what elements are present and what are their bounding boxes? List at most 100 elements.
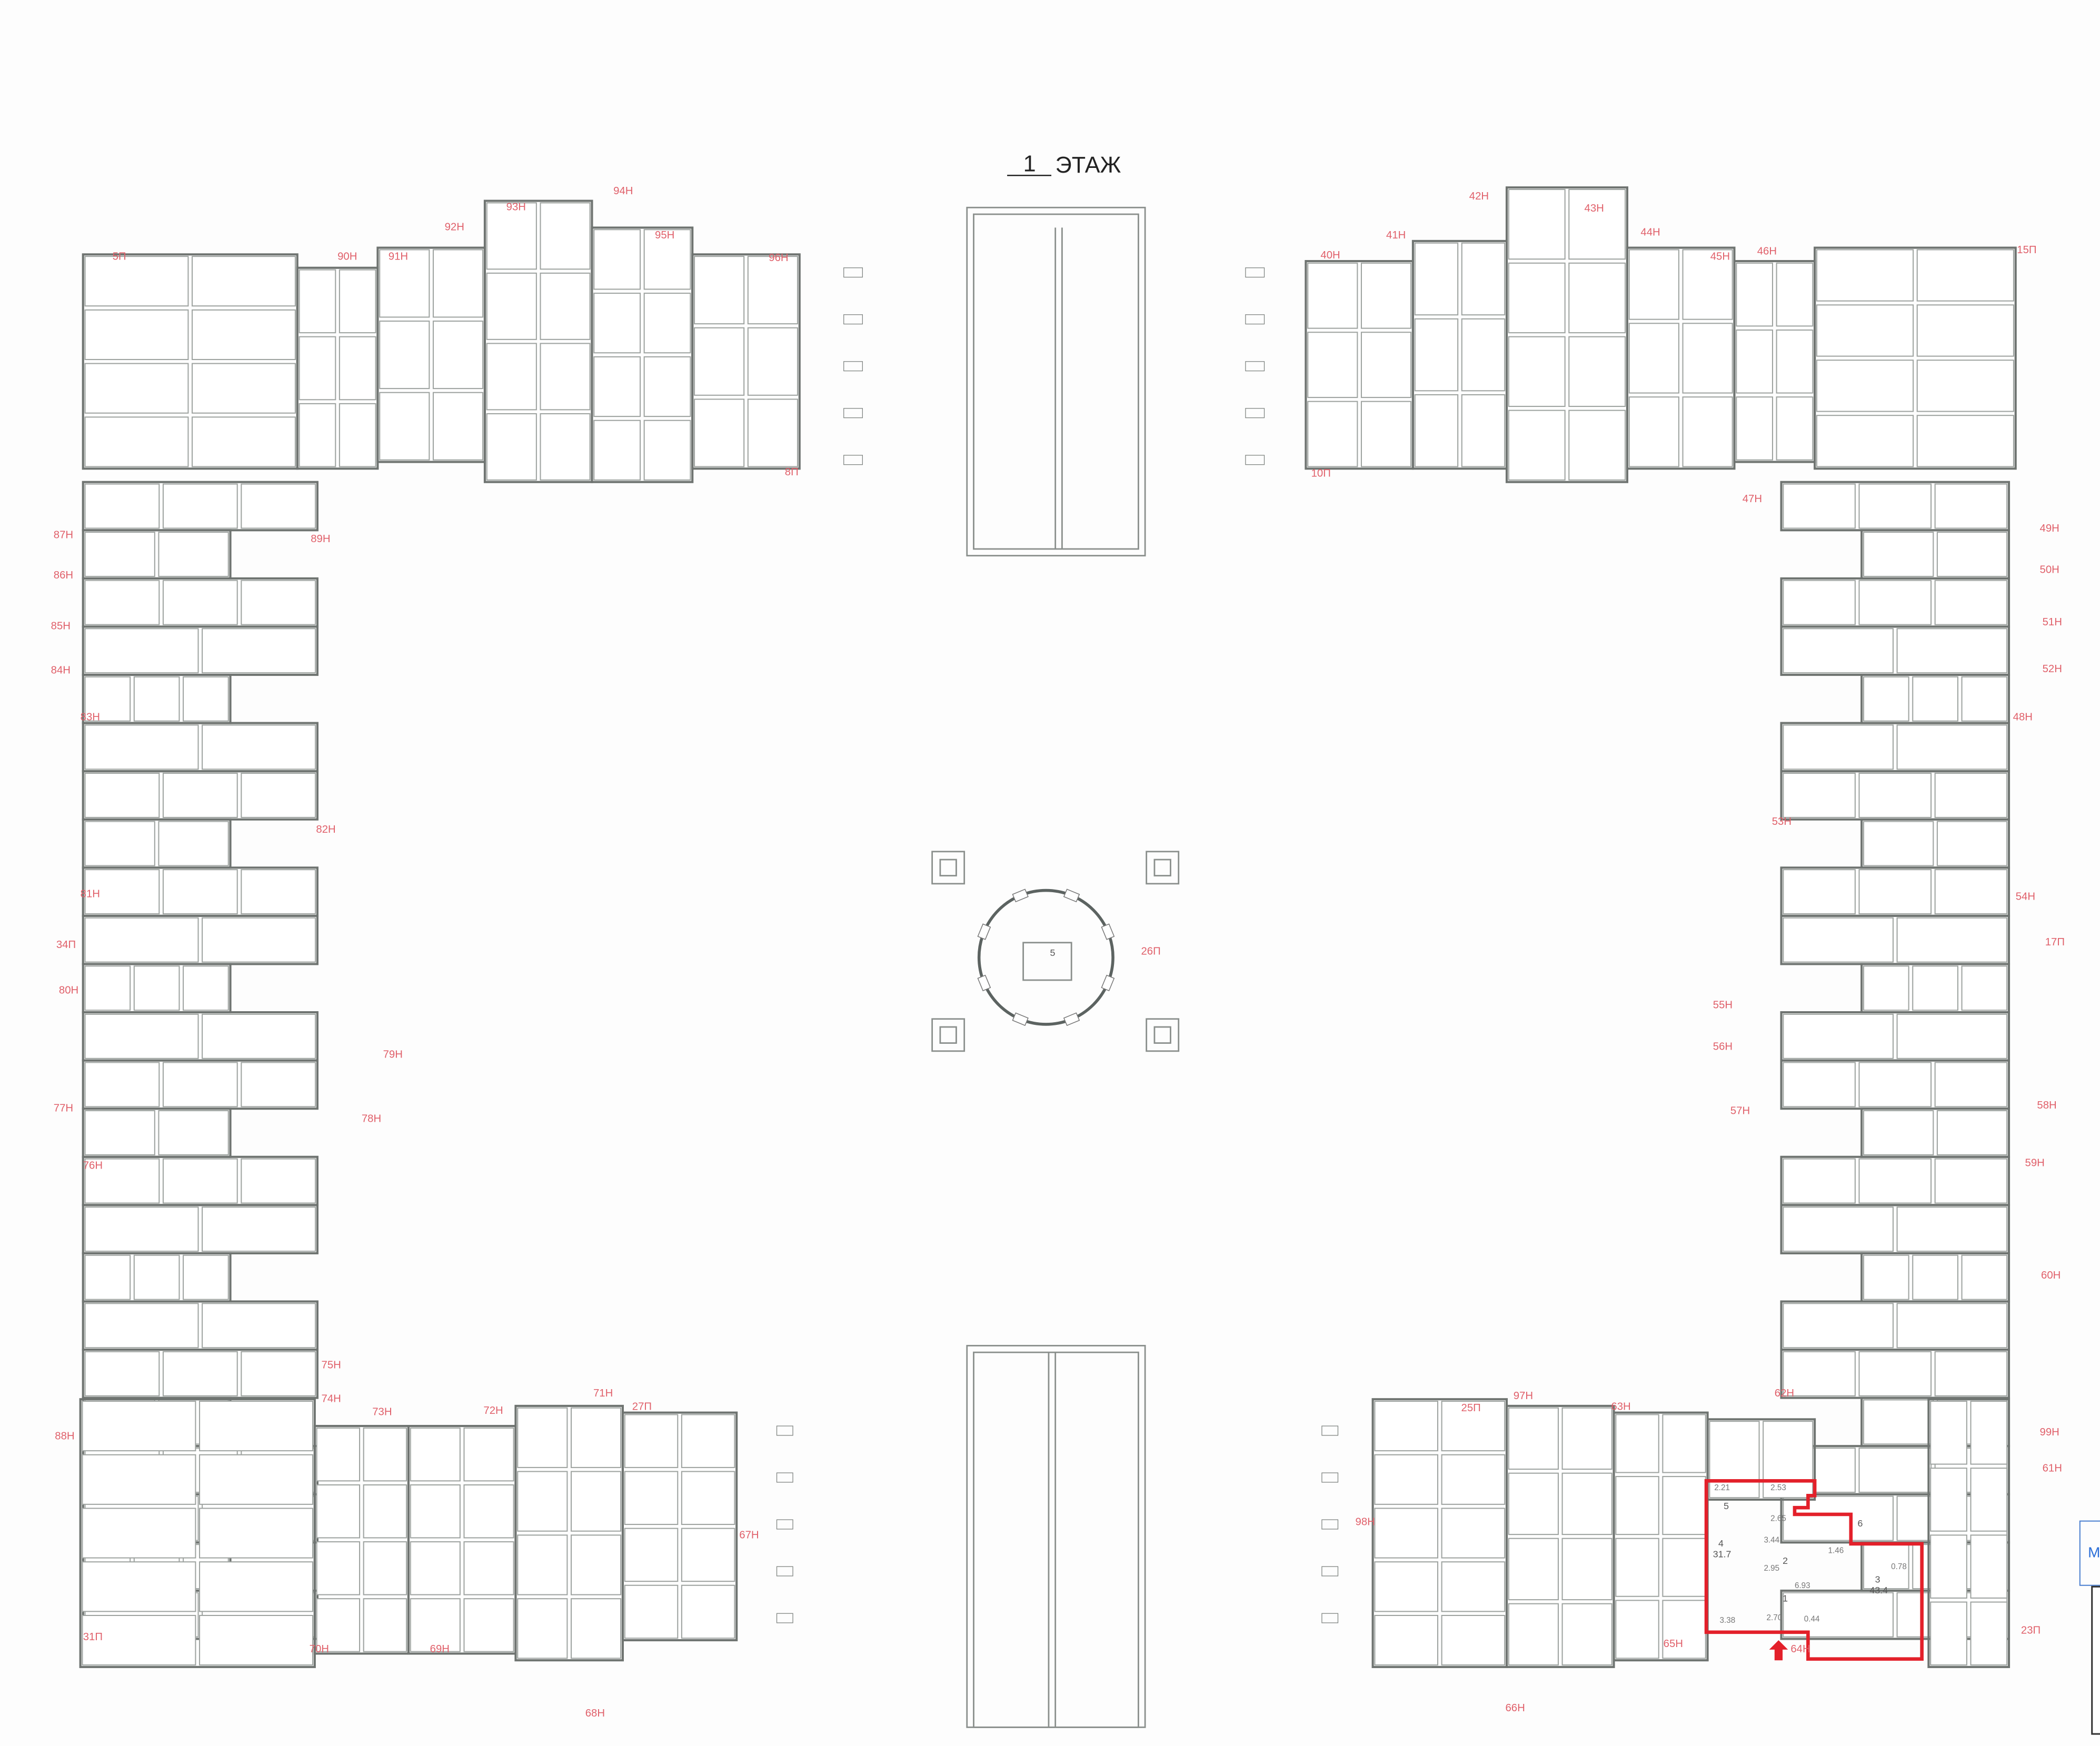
room bbox=[643, 420, 691, 481]
room bbox=[1682, 323, 1733, 394]
room bbox=[1461, 394, 1506, 467]
room bbox=[339, 403, 376, 467]
dimension-label: 2.21 bbox=[1714, 1483, 1730, 1492]
unit-label: 50Н bbox=[2040, 564, 2059, 576]
room bbox=[1307, 262, 1358, 329]
room bbox=[1934, 772, 2008, 818]
room bbox=[1930, 1601, 1967, 1666]
pillar-core bbox=[1153, 859, 1171, 876]
room bbox=[1568, 410, 1626, 481]
room bbox=[199, 1561, 314, 1612]
room bbox=[1628, 323, 1679, 394]
room bbox=[339, 336, 376, 401]
room bbox=[1682, 396, 1733, 467]
room bbox=[1863, 1254, 1909, 1300]
room bbox=[379, 392, 430, 461]
room bbox=[316, 1541, 361, 1595]
window-marker bbox=[1321, 1472, 1339, 1483]
room bbox=[681, 1584, 735, 1639]
room bbox=[1863, 821, 1934, 866]
unit-label: 68Н bbox=[585, 1708, 605, 1719]
room bbox=[192, 256, 296, 307]
room bbox=[1858, 1062, 1932, 1108]
room bbox=[183, 965, 229, 1011]
room bbox=[202, 1206, 316, 1252]
room bbox=[593, 356, 641, 417]
room bbox=[517, 1598, 568, 1659]
window-marker bbox=[843, 455, 863, 465]
unit-label: 88Н bbox=[55, 1430, 74, 1442]
unit-label: 43Н bbox=[1585, 203, 1604, 214]
room bbox=[1776, 396, 1814, 461]
room bbox=[1934, 580, 2008, 625]
room bbox=[1441, 1400, 1506, 1452]
room bbox=[133, 1254, 180, 1300]
unit-label: 48Н bbox=[2013, 712, 2033, 723]
room bbox=[1568, 188, 1626, 260]
unit-label: 62Н bbox=[1775, 1388, 1794, 1399]
unit-label: 70Н bbox=[310, 1643, 329, 1655]
rotunda-opening bbox=[1101, 974, 1115, 992]
room bbox=[1561, 1472, 1613, 1535]
room bbox=[643, 356, 691, 417]
room bbox=[1374, 1561, 1439, 1612]
room bbox=[624, 1528, 679, 1582]
room bbox=[1763, 1421, 1814, 1499]
room bbox=[1816, 415, 1914, 467]
room bbox=[1816, 360, 1914, 412]
room bbox=[379, 321, 430, 390]
room bbox=[162, 1351, 238, 1396]
room bbox=[1508, 188, 1566, 260]
room bbox=[1662, 1600, 1706, 1659]
room bbox=[694, 256, 745, 325]
room bbox=[1508, 1603, 1559, 1666]
room bbox=[643, 293, 691, 354]
room bbox=[1783, 869, 1856, 915]
room bbox=[192, 363, 296, 414]
unit-label: 77Н bbox=[54, 1102, 73, 1114]
room bbox=[1783, 580, 1856, 625]
room bbox=[1736, 330, 1774, 394]
rooms-layer bbox=[79, 186, 2017, 1668]
rotunda-opening bbox=[1101, 923, 1115, 940]
room bbox=[316, 1427, 361, 1482]
room bbox=[84, 1206, 199, 1252]
room bbox=[1508, 410, 1566, 481]
room bbox=[1441, 1508, 1506, 1559]
unit-label: 58Н bbox=[2037, 1100, 2056, 1111]
unit-label: 55Н bbox=[1713, 999, 1733, 1011]
room-number: 1 bbox=[1783, 1593, 1788, 1603]
room bbox=[517, 1471, 568, 1532]
window-marker bbox=[776, 1566, 793, 1577]
room bbox=[241, 772, 316, 818]
room bbox=[241, 580, 316, 625]
unit-label: 73Н bbox=[372, 1406, 392, 1418]
unit-label: 98Н bbox=[1356, 1516, 1375, 1528]
room bbox=[1816, 249, 1914, 302]
room bbox=[1863, 1544, 1909, 1590]
room bbox=[241, 1351, 316, 1396]
room-area: 31.7 bbox=[1713, 1549, 1731, 1559]
room bbox=[1896, 628, 2008, 674]
unit-label: 60Н bbox=[2041, 1270, 2061, 1281]
room bbox=[1961, 965, 2008, 1011]
right-top-east-block bbox=[1814, 246, 2017, 470]
dimension-label: 3.44 bbox=[1764, 1535, 1779, 1544]
room bbox=[1930, 1400, 1967, 1465]
room bbox=[1896, 1013, 2008, 1059]
room bbox=[202, 724, 316, 770]
room bbox=[1858, 1158, 1932, 1204]
room bbox=[1916, 415, 2014, 467]
room bbox=[1628, 396, 1679, 467]
pillar bbox=[1146, 851, 1180, 885]
room bbox=[540, 202, 591, 270]
unit-label: 79Н bbox=[383, 1049, 403, 1061]
rotunda-opening bbox=[1012, 889, 1029, 903]
unit-label: 57Н bbox=[1730, 1105, 1750, 1116]
dimension-label: 0.78 bbox=[1891, 1562, 1907, 1571]
room bbox=[517, 1534, 568, 1595]
dimension-label: 6.93 bbox=[1795, 1581, 1810, 1590]
rotunda-opening bbox=[977, 923, 991, 940]
room bbox=[84, 256, 189, 307]
